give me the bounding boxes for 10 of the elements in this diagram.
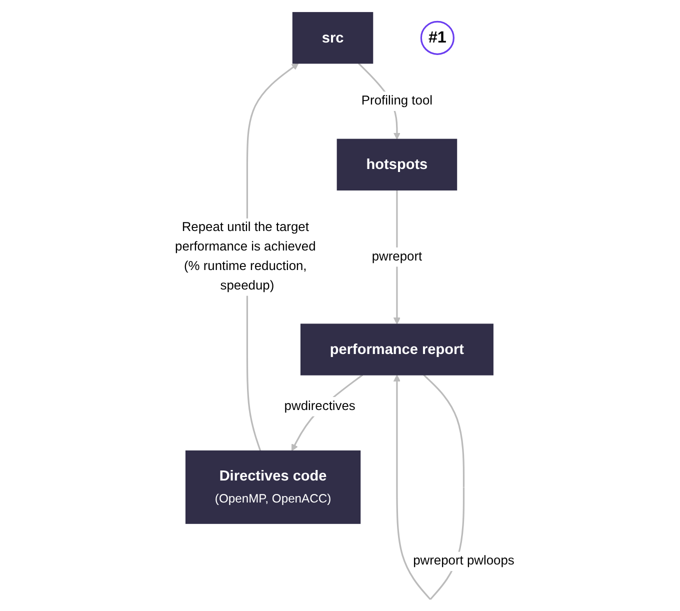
node-box: performance report	[300, 323, 494, 375]
node-box: hotspots	[336, 138, 457, 190]
edge-label: pwdirectives	[284, 398, 355, 413]
node-box: src	[292, 12, 373, 64]
edge-label: Repeat until the target performance is achieved (% runtime reduction, speedup)	[174, 220, 316, 292]
edge-label: pwreport pwloops	[412, 554, 514, 568]
node-box: Directives code (OpenMP, OpenACC)	[185, 450, 360, 524]
node-circle: #1	[420, 20, 454, 54]
edge-label: pwreport	[371, 249, 422, 264]
edge-label: Profiling tool	[361, 94, 432, 108]
